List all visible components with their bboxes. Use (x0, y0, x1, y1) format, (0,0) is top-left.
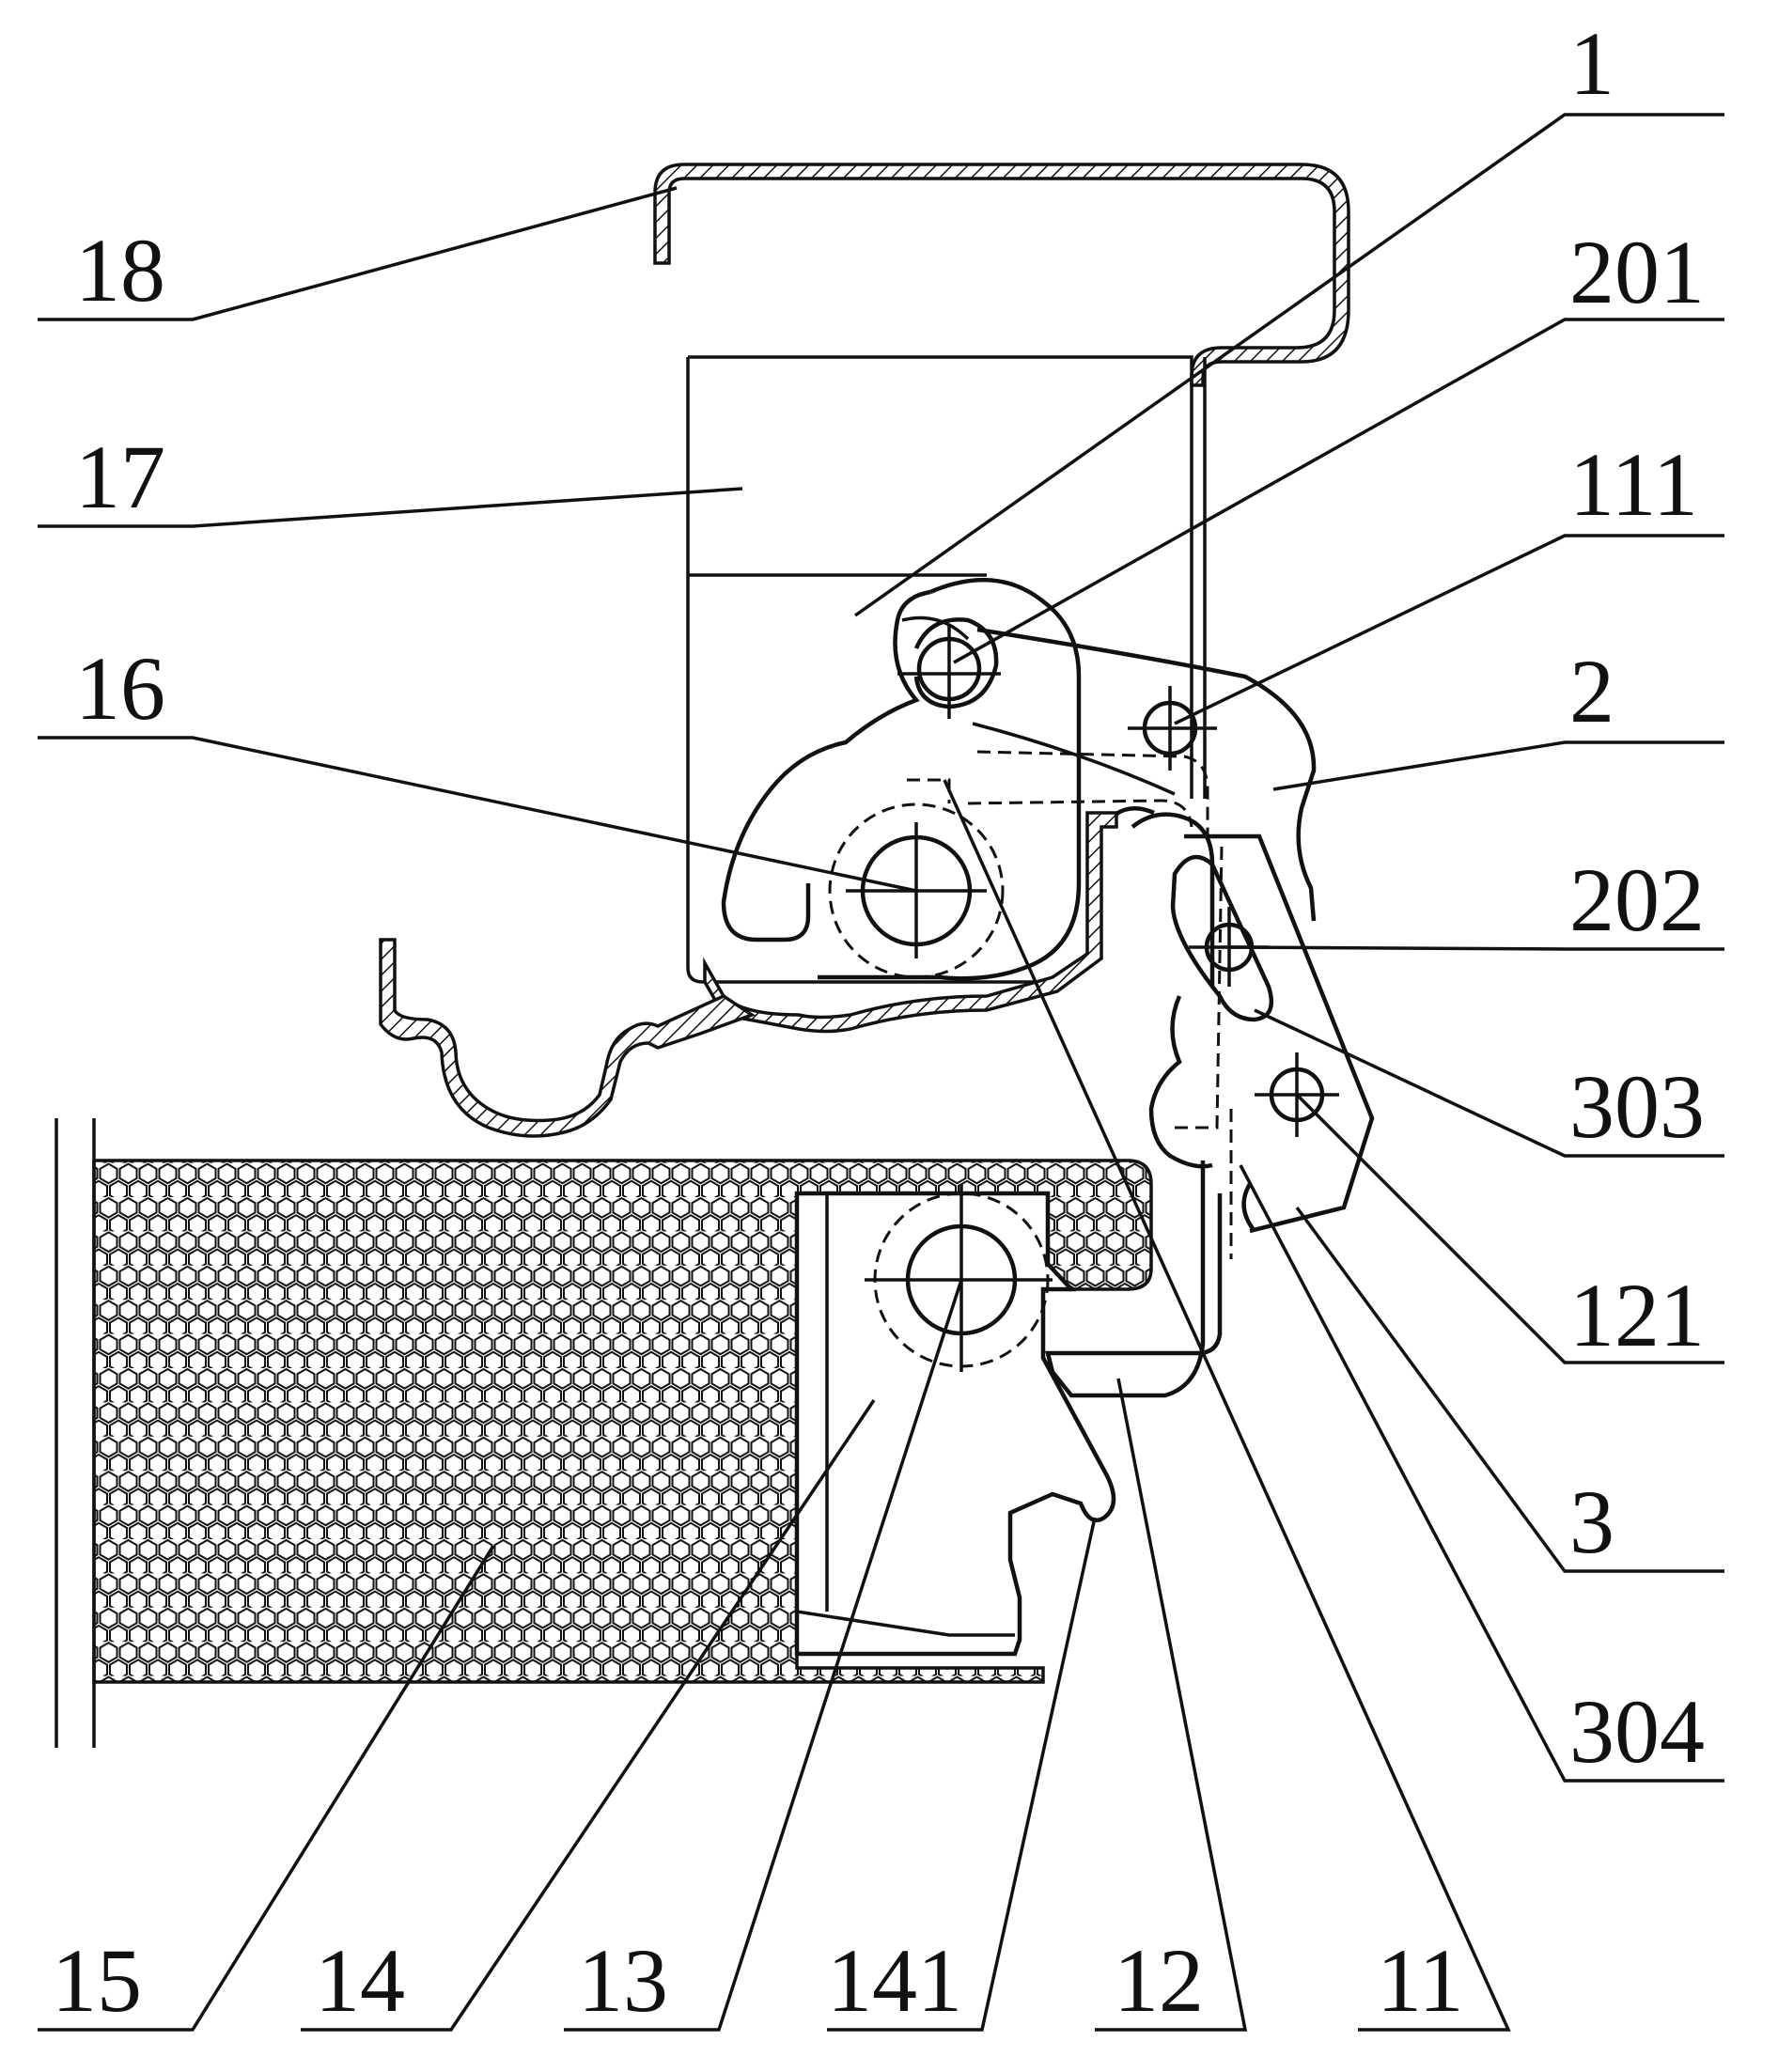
label-15: 15 (52, 1930, 142, 2031)
label-201: 201 (1569, 222, 1705, 322)
plate-3 (1131, 812, 1375, 1259)
swing-plate-1 (721, 577, 1082, 981)
pin-201 (897, 617, 1001, 719)
label-11: 11 (1377, 1930, 1463, 2031)
label-1: 1 (1569, 13, 1614, 114)
bracket-18 (653, 163, 1350, 387)
panel-15 (55, 1118, 1153, 1748)
label-202: 202 (1569, 849, 1705, 950)
pin-13 (865, 1184, 1053, 1372)
label-18: 18 (75, 220, 165, 320)
label-303: 303 (1569, 1056, 1705, 1157)
label-17: 17 (75, 427, 165, 527)
bracket-12 (379, 806, 1155, 1138)
label-12: 12 (1114, 1930, 1204, 2031)
leader-lines (38, 113, 1724, 2032)
link-plate-2 (907, 627, 1317, 922)
label-16: 16 (75, 638, 165, 739)
label-121: 121 (1569, 1265, 1705, 1365)
label-13: 13 (578, 1930, 668, 2031)
label-111: 111 (1569, 434, 1698, 535)
label-141: 141 (827, 1930, 962, 2031)
label-304: 304 (1569, 1681, 1705, 1782)
label-2: 2 (1569, 641, 1614, 741)
pin-111 (1128, 686, 1217, 771)
label-3: 3 (1569, 1472, 1614, 1572)
part-labels: 1 201 111 2 202 303 121 3 304 18 17 16 1… (52, 13, 1705, 2031)
housing-17 (686, 355, 1207, 984)
label-14: 14 (315, 1930, 405, 2031)
